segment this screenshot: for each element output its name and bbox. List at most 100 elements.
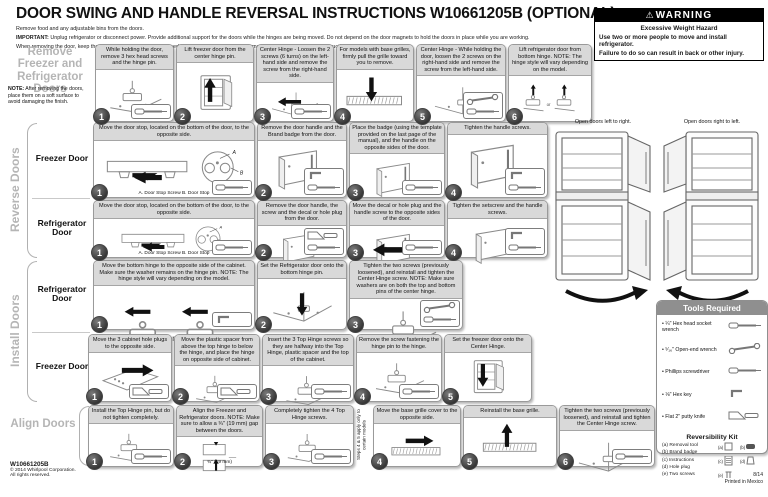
door-front-art [470,145,514,190]
step-number-badge: 2 [174,108,191,125]
step-caption: Remove the door handle, the screw and th… [258,201,346,226]
step-number-badge: 4 [334,108,351,125]
hole-plug-icon [746,456,756,467]
tool-item: ⁵⁄₁₆" Open-end wrench [662,341,762,359]
step-card: Center Hinge - While holding the door, l… [414,44,506,125]
warning-body: Excessive Weight Hazard Use two or more … [595,22,763,60]
step-number-badge: 3 [263,453,280,470]
screwdriver-icon [311,384,351,399]
step-number-badge: 5 [461,453,478,470]
door-front-art [376,162,410,197]
step-illustration [177,63,253,121]
printed-in: Printed in Mexico [724,478,763,485]
step-card: Center Hinge - Loosen the 2 screws (6 tu… [254,44,334,125]
door-bottom-art: AB [107,150,244,184]
step-number-badge: 3 [347,184,364,201]
step-caption: For models with base grilles, firmly pul… [337,45,413,70]
step-number-badge: 2 [172,388,189,405]
kit-item: (c) Instructions [662,457,718,464]
kit-item-label: Hole plug [669,465,691,471]
instructions-icon [724,455,734,467]
step-card: Lift freezer door from the center hinge … [174,44,254,125]
brand-badge-icon: (b) [740,442,762,453]
kit-icon-letter: (d) [740,459,746,464]
svg-text:A: A [219,224,223,229]
step-caption: Remove the screw fastening the hinge pin… [357,335,441,354]
step-caption: Remove the door handle and the Brand bad… [258,123,346,142]
step-caption: Move the door stop, located on the botto… [94,123,254,142]
step-number-badge: 2 [255,244,272,261]
warning-box: ⚠WARNING Excessive Weight Hazard Use two… [594,8,764,62]
step-caption: Place the badge (using the template prov… [350,123,444,155]
removal-tool-icon: (a) [718,442,740,453]
step-number-badge: 1 [86,388,103,405]
gap-art [203,442,237,472]
remove-doors-note: NOTE: After removing the doors, place th… [8,86,88,106]
step-number-badge: 5 [414,108,431,125]
tool-item-label: ⅛" Hex key [662,392,691,398]
screwdriver-icon [131,449,171,464]
step-illustration [337,70,413,121]
step-illustration: or [509,76,591,121]
step-caption: Tighten the setscrew and the handle scre… [448,201,547,220]
step-card: Reinstall the base grille. 5 [461,405,557,470]
row-sublabel: Freezer Door [35,153,89,164]
kit-item-letter: (c) [662,457,668,463]
kit-item-label: Removal tool [669,443,698,448]
step-caption: Insert the 3 Top Hinge screws so they ar… [263,335,353,367]
step-number-badge: 3 [260,388,277,405]
corner-art [272,291,332,322]
tool-item-label: Phillips screwdriver [662,369,709,375]
kit-icon-letter: (c) [718,459,723,464]
svg-text:or: or [547,102,551,107]
kit-item-label: Two screws [669,472,695,478]
svg-text:B: B [240,171,244,177]
step-caption: While holding the door, remove 3 hex hea… [96,45,173,70]
screwdriver-icon [612,449,652,464]
step-card: Move the decal or hole plug and the hand… [347,200,445,269]
step-number-badge: 3 [347,316,364,333]
tool-item: Flat 2" putty knife [662,408,762,426]
steps-applicability-note: Steps 4 & 5 apply only to certain models [356,409,367,461]
kit-item-label: Brand badge [669,450,698,456]
kit-item: (b) Brand badge [662,449,718,456]
wrench-screwdriver-icon [420,300,460,327]
step-caption: Move the 3 cabinet hole plugs to the opp… [89,335,171,354]
step-illustration [448,135,547,197]
step-card: Set the Refrigerator door onto the botto… [255,260,347,333]
tool-item: ¼" Hex head socket wrench [662,318,762,336]
tools-required-title: Tools Required [657,301,767,315]
step-illustration [89,353,171,401]
step-card: Completely tighten the 4 Top Hinge screw… [263,405,354,470]
hex-screwdriver-icon [304,168,344,195]
tool-item-label: ¼" Hex head socket wrench [662,321,728,333]
step-card: Tighten the two screws (previously loose… [347,260,463,348]
tools-list: ¼" Hex head socket wrench ⁵⁄₁₆" Open-end … [657,315,767,432]
step-caption: Reinstall the base grille. [464,406,556,418]
part-number: W10661205B [10,461,49,468]
brand-badge-icon [746,442,756,453]
step-card: While holding the door, remove 3 hex hea… [93,44,174,125]
hex-key-icon [728,386,762,404]
step-card: Lift refrigerator door from bottom hinge… [506,44,592,125]
screwdriver-icon [399,384,439,399]
step-card: Move the door stop, located on the botto… [91,122,255,201]
step-number-badge: 1 [91,316,108,333]
copyright: © 2014 Whirlpool Corporation. [10,468,76,473]
tool-item: ⅛" Hex key [662,386,762,404]
svg-text:A: A [232,150,237,156]
section-label-install-doors: Install Doors [8,294,22,368]
open-left-to-right-label: Open doors left to right. [574,119,632,125]
step-number-badge: 2 [255,184,272,201]
step-caption: Completely tighten the 4 Top Hinge screw… [266,406,353,425]
wrench-screwdriver-icon [463,92,503,119]
warning-heading: Excessive Weight Hazard [640,25,718,32]
row-divider [32,198,90,199]
hinge-or-art: or [523,84,575,112]
step-caption: Set the Refrigerator door onto the botto… [258,261,346,280]
step-number-badge: 4 [354,388,371,405]
page-number: 8/14 [753,472,763,478]
putty-knife-icon [129,384,169,399]
kit-item: (e) Two screws [662,471,718,478]
step-card: Remove the door handle, the screw and th… [255,200,347,266]
